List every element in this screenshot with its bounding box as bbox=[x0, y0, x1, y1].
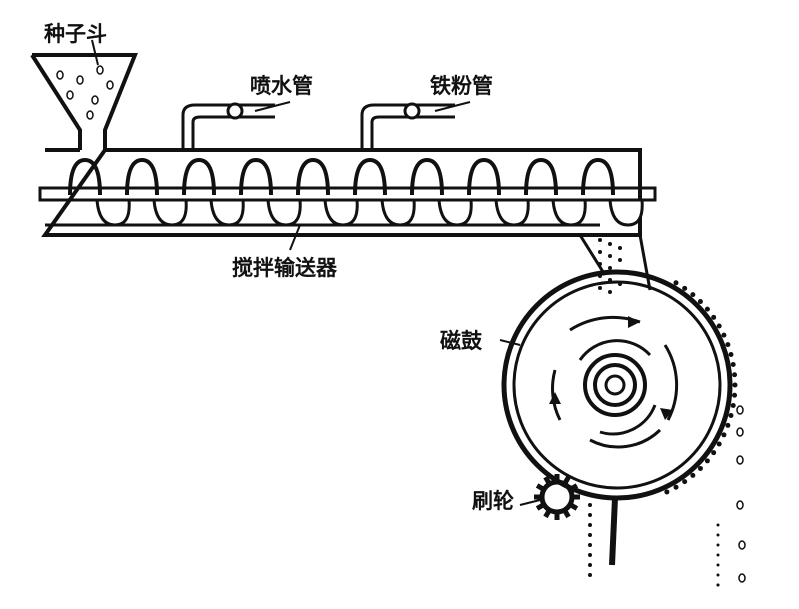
label-iron-powder-pipe: 铁粉管 bbox=[430, 74, 493, 98]
particle bbox=[673, 280, 679, 286]
seed-pocket bbox=[266, 198, 302, 227]
particle bbox=[673, 484, 679, 490]
magnetic-drum bbox=[501, 269, 733, 501]
particle bbox=[618, 282, 622, 286]
particle bbox=[716, 553, 720, 557]
particle bbox=[716, 533, 720, 537]
seed-hopper bbox=[30, 53, 138, 150]
auger-flight bbox=[467, 157, 501, 196]
particle bbox=[618, 270, 622, 274]
particle bbox=[690, 472, 696, 478]
particle bbox=[716, 323, 722, 329]
particle bbox=[598, 238, 602, 242]
auger-flight bbox=[68, 157, 102, 196]
particle bbox=[608, 290, 612, 294]
particle bbox=[608, 254, 612, 258]
label-mixing-conveyor: 搅拌输送器 bbox=[232, 256, 337, 280]
particle bbox=[704, 458, 710, 464]
particle bbox=[697, 465, 703, 471]
seed-pocket bbox=[380, 198, 416, 227]
particle bbox=[682, 285, 688, 291]
particle bbox=[732, 372, 738, 378]
particle bbox=[588, 513, 592, 517]
particle bbox=[716, 543, 720, 547]
auger-flight bbox=[353, 157, 387, 196]
auger-flight bbox=[524, 157, 558, 196]
seed-pocket bbox=[323, 198, 359, 227]
seed-pocket bbox=[494, 198, 530, 227]
particle bbox=[588, 563, 592, 567]
seed-pocket bbox=[551, 198, 587, 227]
particle bbox=[608, 278, 612, 282]
particle bbox=[711, 314, 717, 320]
seed-pocket bbox=[209, 198, 245, 227]
particle bbox=[725, 342, 731, 348]
auger-flight bbox=[296, 157, 330, 196]
particle bbox=[588, 503, 592, 507]
particle bbox=[697, 299, 703, 305]
auger-shaft bbox=[38, 186, 657, 202]
particle bbox=[682, 479, 688, 485]
particle bbox=[732, 382, 738, 388]
particle bbox=[598, 286, 602, 290]
brush-wheel bbox=[534, 474, 580, 520]
seed-pocket bbox=[95, 198, 131, 227]
particle bbox=[716, 441, 722, 447]
iron-powder-pipe bbox=[360, 103, 455, 150]
particle bbox=[730, 362, 736, 368]
particle bbox=[618, 246, 622, 250]
particle bbox=[618, 258, 622, 262]
auger-flights bbox=[68, 157, 644, 227]
particle bbox=[711, 450, 717, 456]
seed-pocket bbox=[437, 198, 473, 227]
auger-flight bbox=[182, 157, 216, 196]
particle bbox=[690, 292, 696, 298]
particle bbox=[588, 553, 592, 557]
particle bbox=[721, 332, 727, 338]
particle bbox=[725, 422, 731, 428]
label-seed-hopper: 种子斗 bbox=[44, 22, 107, 46]
particle bbox=[716, 583, 720, 587]
particle bbox=[598, 250, 602, 254]
particle bbox=[721, 432, 727, 438]
particle bbox=[732, 392, 738, 398]
particle bbox=[730, 402, 736, 408]
label-brush-wheel: 刷轮 bbox=[472, 489, 514, 513]
auger-flight bbox=[125, 157, 159, 196]
particle bbox=[728, 351, 734, 357]
seed-pocket bbox=[608, 198, 644, 227]
particle bbox=[704, 306, 710, 312]
particle bbox=[588, 533, 592, 537]
label-water-pipe: 喷水管 bbox=[250, 74, 313, 98]
water-pipe bbox=[181, 103, 275, 150]
particle bbox=[716, 523, 720, 527]
chute bbox=[578, 234, 652, 291]
particles bbox=[56, 65, 746, 587]
auger-flight bbox=[239, 157, 273, 196]
particle bbox=[598, 274, 602, 278]
particle bbox=[664, 489, 670, 495]
particle bbox=[598, 262, 602, 266]
auger-flight bbox=[581, 157, 615, 196]
label-magnetic-drum: 磁鼓 bbox=[440, 329, 482, 353]
particle bbox=[588, 543, 592, 547]
auger-flight bbox=[410, 157, 444, 196]
particle bbox=[588, 573, 592, 577]
particle bbox=[716, 573, 720, 577]
particle bbox=[728, 413, 734, 419]
particle bbox=[588, 523, 592, 527]
particle bbox=[608, 266, 612, 270]
seed-pocket bbox=[152, 198, 188, 227]
particle bbox=[716, 563, 720, 567]
particle bbox=[608, 242, 612, 246]
